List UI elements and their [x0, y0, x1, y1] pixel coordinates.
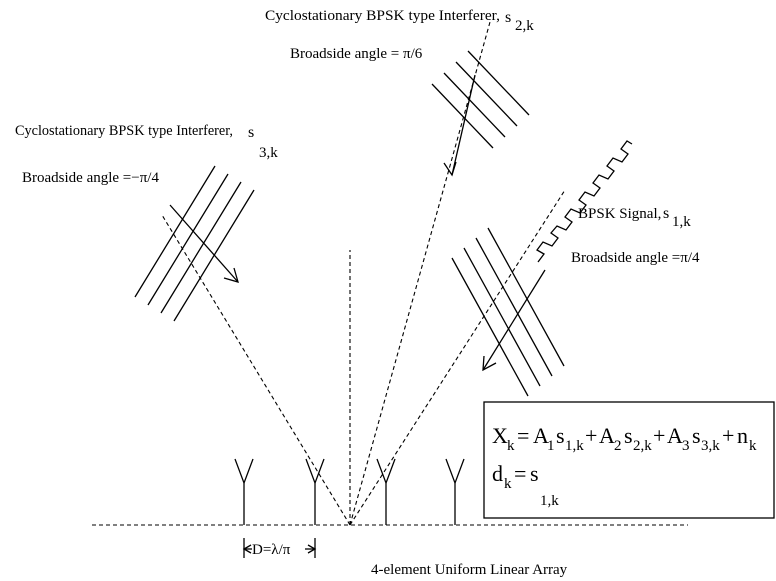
svg-text:2: 2 — [614, 438, 622, 454]
svg-text:1,k: 1,k — [565, 438, 584, 454]
svg-text:+: + — [653, 423, 665, 448]
interferer-3-wavefronts — [134, 165, 255, 322]
svg-text:1: 1 — [547, 438, 555, 454]
array-label: 4-element Uniform Linear Array — [371, 562, 568, 578]
svg-text:A: A — [533, 423, 549, 448]
equation-desired-signal: d k = s 1,k — [492, 461, 559, 509]
bpsk-waveform — [536, 140, 633, 263]
interferer-2-subscript: 2,k — [515, 18, 534, 34]
interferer-3-angle: Broadside angle =−π/4 — [22, 170, 159, 186]
svg-text:1,k: 1,k — [540, 493, 559, 509]
interferer-3-symbol: s — [248, 124, 254, 141]
svg-text:s: s — [692, 423, 701, 448]
svg-text:X: X — [492, 423, 508, 448]
interferer-3-subscript: 3,k — [259, 145, 278, 161]
svg-text:A: A — [599, 423, 615, 448]
svg-text:s: s — [624, 423, 633, 448]
interferer-2-wavefronts — [431, 50, 530, 149]
signal-symbol: s — [663, 205, 669, 222]
ray-signal — [349, 189, 566, 526]
svg-text:A: A — [667, 423, 683, 448]
svg-text:3: 3 — [682, 438, 690, 454]
svg-text:=: = — [514, 461, 526, 486]
equation-box — [483, 401, 775, 519]
antenna-3 — [376, 458, 396, 525]
svg-text:2,k: 2,k — [633, 438, 652, 454]
spacing-label: D=λ/π — [252, 542, 291, 558]
ray-interferer-3 — [161, 214, 351, 526]
interferer-2-symbol: s — [505, 9, 511, 26]
svg-text:s: s — [556, 423, 565, 448]
svg-text:d: d — [492, 461, 503, 486]
signal-angle: Broadside angle =π/4 — [571, 250, 700, 266]
svg-text:n: n — [737, 423, 748, 448]
svg-text:k: k — [504, 476, 512, 492]
spacing-indicator — [242, 538, 317, 558]
antenna-4 — [445, 458, 465, 525]
svg-text:=: = — [517, 423, 529, 448]
svg-text:s: s — [530, 461, 539, 486]
signal-wavefronts — [451, 227, 565, 397]
svg-text:+: + — [722, 423, 734, 448]
interferer-2-arrow — [443, 74, 476, 177]
interferer-3-arrow — [169, 204, 239, 283]
signal-subscript: 1,k — [672, 214, 691, 230]
interferer-2-label: Cyclostationary BPSK type Interferer, — [265, 8, 500, 24]
interferer-3-label: Cyclostationary BPSK type Interferer, — [15, 123, 233, 139]
svg-text:3,k: 3,k — [701, 438, 720, 454]
signal-arrow — [482, 269, 546, 372]
svg-text:k: k — [507, 438, 515, 454]
interferer-2-angle: Broadside angle = π/6 — [290, 46, 423, 62]
antenna-1 — [234, 458, 254, 525]
ray-interferer-2 — [349, 21, 491, 526]
svg-text:k: k — [749, 438, 757, 454]
signal-label: BPSK Signal, — [578, 206, 661, 222]
antenna-2 — [305, 458, 325, 525]
svg-text:+: + — [585, 423, 597, 448]
equation-received-signal: X k = A 1 s 1,k + A 2 s 2,k + A 3 s 3,k … — [492, 423, 757, 454]
